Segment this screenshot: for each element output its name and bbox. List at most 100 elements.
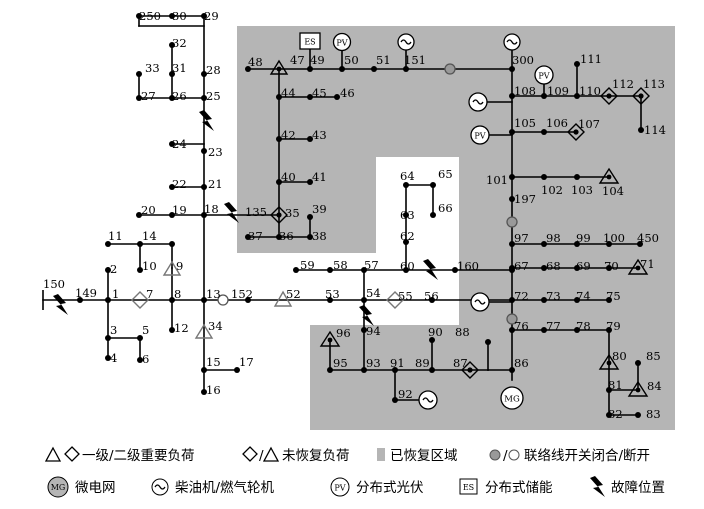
node-label-114: 114 — [644, 123, 666, 137]
svg-text:柴油机/燃气轮机: 柴油机/燃气轮机 — [175, 479, 275, 496]
node-label-10: 10 — [142, 259, 157, 273]
node — [509, 297, 515, 303]
node-label-91: 91 — [390, 356, 405, 370]
microgrid-legend-icon — [47, 476, 69, 498]
tie-switch-closed — [444, 63, 456, 75]
node — [137, 241, 143, 247]
svg-text:一级/二级重要负荷: 一级/二级重要负荷 — [82, 448, 195, 464]
node-label-92: 92 — [398, 387, 413, 401]
node — [276, 179, 282, 185]
triangle-load — [627, 258, 649, 275]
node-label-23: 23 — [208, 145, 223, 159]
node — [574, 265, 580, 271]
node-label-77: 77 — [546, 319, 561, 333]
node-label-24: 24 — [172, 137, 187, 151]
node — [403, 66, 409, 72]
svg-text:MG: MG — [51, 483, 66, 492]
node — [606, 241, 612, 247]
triangle-unrestored — [194, 323, 214, 339]
node — [327, 267, 333, 273]
node-label-111: 111 — [580, 52, 602, 66]
node — [509, 66, 515, 72]
node-label-32: 32 — [172, 36, 187, 50]
node — [606, 327, 612, 333]
node — [635, 360, 641, 366]
node — [339, 66, 345, 72]
triangle-load — [627, 380, 649, 397]
node-label-68: 68 — [546, 259, 561, 273]
diamond-load — [270, 206, 288, 224]
legend: 一级/二级重要负荷 / 未恢复负荷 已恢复区域 / 联络线开关闭合/断开 MG … — [44, 446, 665, 498]
node-label-8: 8 — [174, 287, 181, 301]
node — [638, 127, 644, 133]
fault-icon — [224, 202, 239, 223]
node-label-108: 108 — [514, 84, 536, 98]
node-label-54: 54 — [366, 286, 381, 300]
node-label-112: 112 — [612, 77, 634, 91]
node-label-72: 72 — [514, 289, 529, 303]
node — [327, 367, 333, 373]
svg-text:未恢复负荷: 未恢复负荷 — [282, 447, 350, 464]
node-label-16: 16 — [206, 383, 221, 397]
node-label-49: 49 — [310, 53, 325, 67]
node-label-14: 14 — [142, 229, 157, 243]
node — [541, 327, 547, 333]
node-label-31: 31 — [172, 61, 187, 75]
node — [541, 174, 547, 180]
node — [403, 239, 409, 245]
diamond-unrestored-legend-icon — [242, 446, 258, 462]
node — [327, 297, 333, 303]
node-label-197: 197 — [514, 192, 536, 206]
node — [201, 71, 207, 77]
node — [201, 212, 207, 218]
node — [541, 241, 547, 247]
node-label-20: 20 — [141, 203, 156, 217]
svg-text:PV: PV — [334, 484, 345, 493]
node-label-98: 98 — [546, 231, 561, 245]
svg-text:ES: ES — [304, 38, 315, 47]
node — [606, 387, 612, 393]
microgrid-icon: MG — [500, 386, 524, 410]
node — [541, 129, 547, 135]
node — [430, 182, 436, 188]
triangle-unrestored — [162, 260, 182, 276]
node-label-95: 95 — [333, 356, 348, 370]
node — [77, 297, 83, 303]
svg-text:/: / — [259, 448, 264, 464]
node-label-55: 55 — [398, 289, 413, 303]
node-label-102: 102 — [541, 183, 563, 197]
node-label-250: 250 — [139, 9, 161, 23]
node-label-22: 22 — [172, 177, 187, 191]
node-label-6: 6 — [142, 352, 149, 366]
node — [169, 327, 175, 333]
node-label-48: 48 — [248, 55, 263, 69]
diamond-unrestored — [131, 291, 149, 309]
node-label-3: 3 — [110, 323, 117, 337]
svg-text:/: / — [503, 448, 508, 464]
node — [509, 267, 515, 273]
node-label-42: 42 — [281, 128, 296, 142]
node — [430, 212, 436, 218]
node-label-75: 75 — [606, 289, 621, 303]
node — [307, 94, 313, 100]
node-label-90: 90 — [428, 325, 443, 339]
node — [136, 13, 142, 19]
node — [361, 367, 367, 373]
node-label-74: 74 — [576, 289, 591, 303]
node-label-35: 35 — [285, 206, 300, 220]
node — [169, 141, 175, 147]
svg-text:PV: PV — [538, 72, 549, 81]
fault-legend-icon — [590, 476, 605, 497]
node-label-78: 78 — [576, 319, 591, 333]
node-label-7: 7 — [146, 287, 153, 301]
diamond-load — [461, 361, 479, 379]
sources: PV PV PV ES MG — [299, 32, 554, 410]
node — [169, 297, 175, 303]
svg-text:分布式储能: 分布式储能 — [485, 480, 553, 496]
node-label-70: 70 — [604, 259, 619, 273]
node-label-103: 103 — [571, 183, 593, 197]
node-label-71: 71 — [640, 257, 655, 271]
restored-area-polygon — [237, 26, 675, 430]
node-label-59: 59 — [300, 258, 315, 272]
node — [105, 335, 111, 341]
